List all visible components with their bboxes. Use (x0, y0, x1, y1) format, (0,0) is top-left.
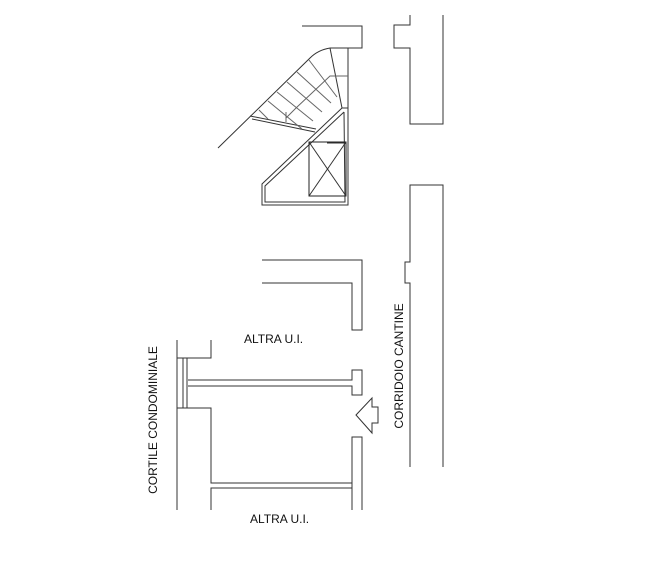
corridor-walls (393, 15, 444, 467)
unit-walls (176, 259, 363, 510)
lower-unit-label: ALTRA U.I. (250, 512, 309, 526)
entrance-arrow-icon (355, 396, 379, 435)
elevator-shaft (308, 141, 347, 197)
upper-unit-label: ALTRA U.I. (244, 332, 303, 346)
corridor-label: CORRIDOIO CANTINE (392, 303, 406, 428)
courtyard-label: CORTILE CONDOMINIALE (146, 346, 160, 494)
staircase (217, 25, 363, 206)
